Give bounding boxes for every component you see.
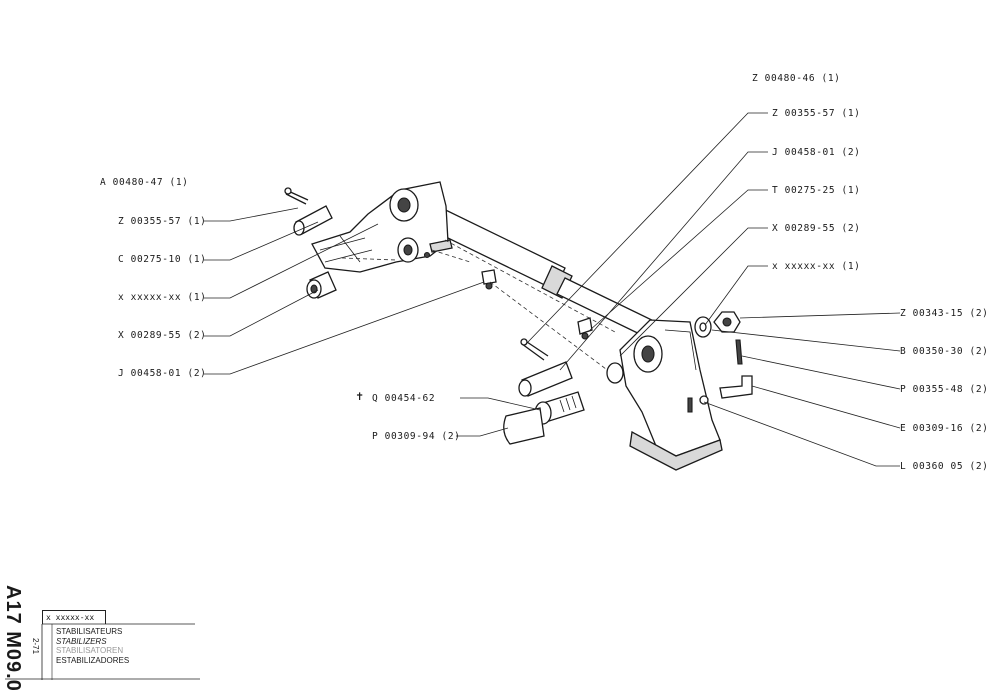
title-block: STABILISATEURS STABILIZERS STABILISATORE… [56, 627, 129, 665]
label-right-4: T 00275-25 (1) [772, 185, 861, 196]
leader-lines-right [456, 112, 901, 467]
cotter-pin-left [284, 187, 309, 205]
side-date: 2-71 [31, 638, 40, 655]
grease-nipple-left [481, 269, 497, 290]
split-pin [735, 339, 743, 365]
elbow-fitting [719, 375, 753, 399]
right-bracket [606, 319, 723, 471]
label-right-8: B 00350-30 (2) [900, 346, 989, 357]
cross-icon: ✝ [356, 389, 364, 403]
label-left-3: C 00275-10 (1) [118, 254, 207, 265]
label-right-2: Z 00355-57 (1) [772, 108, 861, 119]
nut [713, 311, 741, 333]
label-right-7: Z 00343-15 (2) [900, 308, 989, 319]
grease-nipple-right [577, 317, 593, 340]
label-left-6: J 00458-01 (2) [118, 368, 207, 379]
pin-right [518, 361, 573, 397]
label-right-10: E 00309-16 (2) [900, 423, 989, 434]
assembly-lines [341, 239, 616, 373]
handle-pin [503, 391, 585, 445]
left-bracket [311, 181, 453, 273]
cotter-pin-right [520, 338, 549, 361]
label-left-5: X 00289-55 (2) [118, 330, 207, 341]
bushing-left [306, 271, 337, 299]
label-right-1: Z 00480-46 (1) [752, 73, 841, 84]
label-right-9: P 00355-48 (2) [900, 384, 989, 395]
title-de: STABILISATOREN [56, 646, 124, 655]
side-code: A17 M09.0 [2, 585, 24, 692]
label-right-5: X 00289-55 (2) [772, 223, 861, 234]
label-left-1: A 00480-47 (1) [100, 177, 189, 188]
pin-left [293, 205, 333, 236]
box-code: x xxxxx-xx [42, 610, 106, 624]
label-right-6: x xxxxx-xx (1) [772, 261, 861, 272]
leader-lines-left [204, 207, 485, 375]
label-right-3: J 00458-01 (2) [772, 147, 861, 158]
label-right-11: L 00360 05 (2) [900, 461, 989, 472]
title-fr: STABILISATEURS [56, 627, 123, 636]
label-left-4: x xxxxx-xx (1) [118, 292, 207, 303]
stabilizer-tube [411, 198, 661, 341]
label-mid-2: P 00309-94 (2) [372, 431, 461, 442]
title-en: STABILIZERS [56, 636, 107, 646]
title-es: ESTABILIZADORES [56, 655, 130, 665]
label-mid-1: Q 00454-62 [372, 393, 436, 404]
label-left-2: Z 00355-57 (1) [118, 216, 207, 227]
